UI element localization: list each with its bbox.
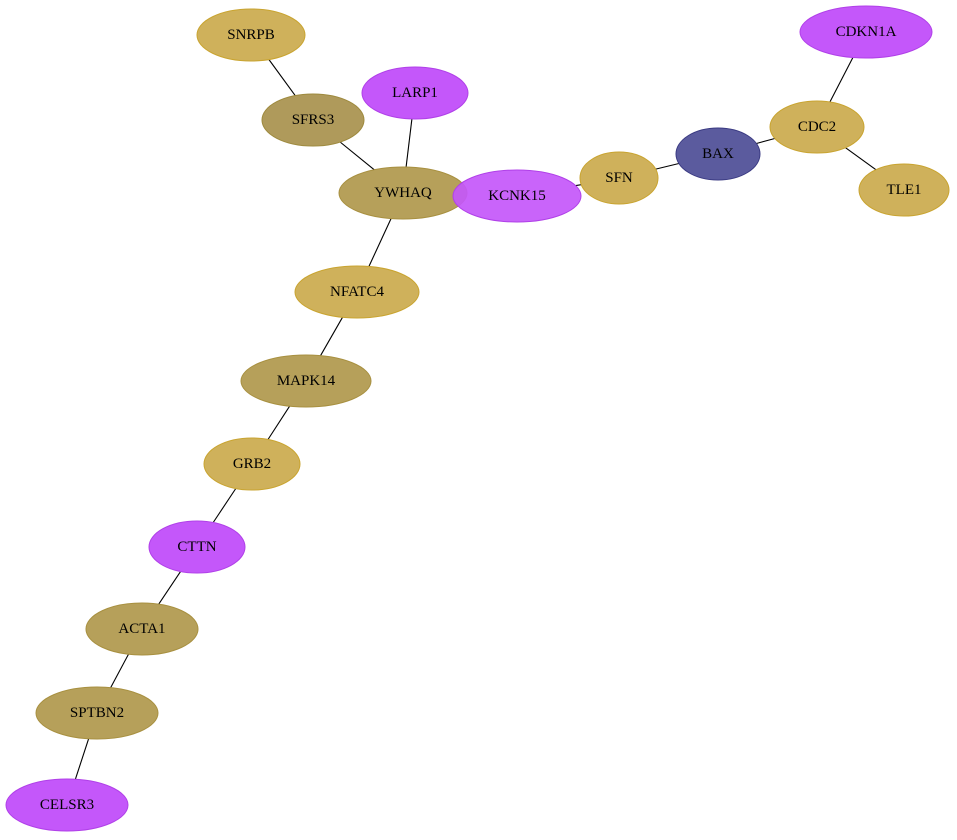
edge-mapk14-grb2 — [267, 405, 291, 440]
node-ellipse-cttn[interactable] — [148, 520, 246, 574]
node-label-nfatc4: NFATC4 — [330, 284, 384, 300]
node-celsr3[interactable]: CELSR3 — [5, 778, 129, 832]
edge-sfn-bax — [655, 162, 680, 170]
node-grb2[interactable]: GRB2 — [203, 437, 301, 491]
node-larp1[interactable]: LARP1 — [361, 66, 469, 120]
node-nfatc4[interactable]: NFATC4 — [294, 265, 420, 319]
node-kcnk15[interactable]: KCNK15 — [452, 169, 582, 223]
edge-kcnk15-sfn — [575, 184, 582, 187]
node-ellipse-nfatc4[interactable] — [294, 265, 420, 319]
node-label-tle1: TLE1 — [887, 182, 922, 198]
node-acta1[interactable]: ACTA1 — [85, 602, 199, 656]
node-ellipse-celsr3[interactable] — [5, 778, 129, 832]
node-cdkn1a[interactable]: CDKN1A — [799, 5, 933, 59]
node-label-sfn: SFN — [605, 170, 633, 186]
node-label-grb2: GRB2 — [233, 456, 271, 472]
node-label-cttn: CTTN — [177, 539, 216, 555]
edge-cdc2-cdkn1a — [829, 57, 854, 103]
node-bax[interactable]: BAX — [675, 127, 761, 181]
edge-bax-cdc2 — [756, 137, 775, 145]
node-ellipse-mapk14[interactable] — [240, 354, 372, 408]
node-label-celsr3: CELSR3 — [40, 797, 94, 813]
edge-acta1-sptbn2 — [110, 653, 129, 688]
node-ellipse-larp1[interactable] — [361, 66, 469, 120]
node-label-bax: BAX — [702, 146, 734, 162]
node-label-sfrs3: SFRS3 — [292, 112, 335, 128]
edge-sptbn2-celsr3 — [74, 738, 90, 780]
edge-snrpb-sfrs3 — [268, 59, 296, 96]
node-sptbn2[interactable]: SPTBN2 — [35, 686, 159, 740]
node-ellipse-sfrs3[interactable] — [261, 93, 365, 147]
node-label-cdkn1a: CDKN1A — [836, 24, 897, 40]
node-sfn[interactable]: SFN — [579, 151, 659, 205]
node-label-ywhaq: YWHAQ — [374, 185, 432, 201]
edge-cdc2-tle1 — [845, 147, 877, 171]
edge-larp1-ywhaq — [405, 118, 413, 168]
node-label-kcnk15: KCNK15 — [488, 188, 546, 204]
node-ellipse-cdkn1a[interactable] — [799, 5, 933, 59]
edges-layer — [74, 57, 877, 780]
node-snrpb[interactable]: SNRPB — [196, 8, 306, 62]
node-ywhaq[interactable]: YWHAQ — [338, 166, 468, 220]
node-tle1[interactable]: TLE1 — [858, 163, 950, 217]
edge-sfrs3-ywhaq — [339, 141, 375, 171]
node-ellipse-sptbn2[interactable] — [35, 686, 159, 740]
node-label-acta1: ACTA1 — [118, 621, 165, 637]
node-sfrs3[interactable]: SFRS3 — [261, 93, 365, 147]
node-label-snrpb: SNRPB — [227, 27, 275, 43]
edge-nfatc4-mapk14 — [320, 317, 343, 356]
node-ellipse-bax[interactable] — [675, 127, 761, 181]
node-ellipse-tle1[interactable] — [858, 163, 950, 217]
node-ellipse-snrpb[interactable] — [196, 8, 306, 62]
node-ellipse-cdc2[interactable] — [769, 100, 865, 154]
node-label-larp1: LARP1 — [392, 85, 438, 101]
node-cttn[interactable]: CTTN — [148, 520, 246, 574]
node-label-cdc2: CDC2 — [798, 119, 836, 135]
node-ellipse-kcnk15[interactable] — [452, 169, 582, 223]
node-label-mapk14: MAPK14 — [277, 373, 336, 389]
edge-cttn-acta1 — [158, 571, 182, 605]
node-ellipse-sfn[interactable] — [579, 151, 659, 205]
node-mapk14[interactable]: MAPK14 — [240, 354, 372, 408]
edge-grb2-cttn — [212, 488, 237, 523]
edge-ywhaq-nfatc4 — [368, 218, 392, 267]
node-ellipse-acta1[interactable] — [85, 602, 199, 656]
node-ellipse-grb2[interactable] — [203, 437, 301, 491]
node-cdc2[interactable]: CDC2 — [769, 100, 865, 154]
node-label-sptbn2: SPTBN2 — [70, 705, 124, 721]
